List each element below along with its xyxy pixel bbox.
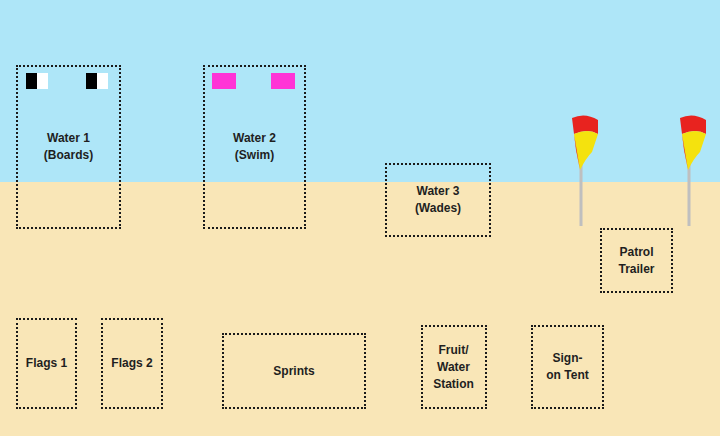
area-label: Sprints (273, 363, 314, 380)
area-label: Sign- on Tent (545, 350, 591, 384)
area-label: Fruit/ Water Station (429, 342, 479, 393)
area-label: Patrol Trailer (611, 244, 663, 278)
event-area: Flags 1 (16, 318, 77, 409)
event-area: Sprints (222, 333, 366, 409)
event-area: Water 3 (Wades) (385, 163, 491, 237)
area-label: Flags 2 (111, 355, 152, 372)
area-label: Flags 1 (26, 355, 67, 372)
swim-markers (212, 73, 295, 89)
board-markers (26, 73, 108, 89)
facility-area: Patrol Trailer (600, 228, 673, 293)
area-label: Water 2 (Swim) (220, 130, 290, 164)
event-area: Water 1 (Boards) (16, 65, 121, 229)
event-area: Flags 2 (101, 318, 163, 409)
facility-area: Fruit/ Water Station (421, 325, 487, 409)
patrol-flag (572, 115, 598, 226)
sea (0, 0, 720, 182)
event-area: Water 2 (Swim) (203, 65, 306, 229)
patrol-flag (680, 115, 706, 226)
area-label: Water 3 (Wades) (398, 183, 478, 217)
area-label: Water 1 (Boards) (34, 130, 104, 164)
sand (0, 182, 720, 436)
facility-area: Sign- on Tent (531, 325, 604, 409)
